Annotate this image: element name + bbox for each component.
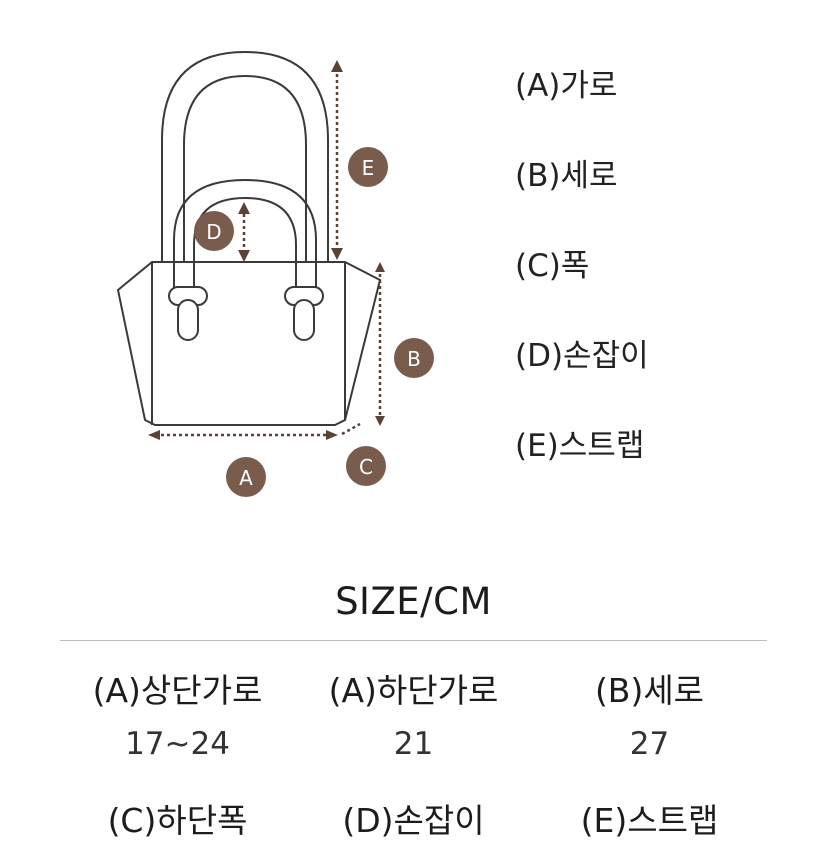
size-label: (A)상단가로 (92, 671, 263, 710)
bag-body (116, 261, 382, 426)
tab-left-drop (177, 299, 199, 341)
tab-right-drop (293, 299, 315, 341)
size-value: 17~24 (125, 726, 230, 762)
svg-text:C: C (359, 455, 373, 479)
size-cell-a-top: (A)상단가로 17~24 (60, 664, 295, 762)
arrow-b-top (375, 262, 385, 272)
size-title: SIZE/CM (335, 580, 492, 623)
legend-item-e: (E)스트랩 (515, 428, 645, 464)
arrow-e-bottom (331, 248, 343, 260)
marker-d: D (194, 211, 234, 251)
marker-b: B (394, 338, 434, 378)
legend-item-a: (A)가로 (515, 68, 618, 104)
bag-diagram: E D B C A (116, 50, 434, 497)
arrow-d-top (238, 202, 250, 214)
size-label: (C)하단폭 (107, 801, 248, 840)
arrow-e-top (331, 60, 343, 72)
arrow-a-right (326, 430, 338, 440)
svg-text:A: A (239, 466, 253, 490)
size-cell-e: (E)스트랩 (532, 794, 767, 842)
size-cell-b: (B)세로 27 (532, 664, 767, 762)
svg-text:D: D (206, 220, 221, 244)
size-label: (E)스트랩 (580, 801, 719, 840)
size-cell-a-bottom: (A)하단가로 21 (296, 664, 531, 762)
dimension-legend: (A)가로 (B)세로 (C)폭 (D)손잡이 (E)스트랩 (515, 62, 649, 512)
legend-item-c: (C)폭 (515, 248, 590, 284)
marker-e: E (348, 147, 388, 187)
divider (60, 640, 767, 641)
arrow-a-left (148, 430, 160, 440)
strap-inner (183, 74, 307, 262)
size-cell-d: (D)손잡이 (296, 794, 531, 842)
arrow-b-bottom (375, 416, 385, 426)
dim-c (341, 422, 361, 436)
size-label: (A)하단가로 (328, 671, 499, 710)
marker-a: A (226, 457, 266, 497)
arrow-d-bottom (238, 250, 250, 262)
marker-c: C (346, 446, 386, 486)
size-cell-c: (C)하단폭 (60, 794, 295, 842)
strap-outer (161, 50, 329, 262)
size-value: 21 (393, 726, 434, 762)
size-value: 27 (629, 726, 670, 762)
legend-item-d: (D)손잡이 (515, 338, 649, 374)
size-label: (D)손잡이 (342, 801, 485, 840)
size-label: (B)세로 (594, 671, 705, 710)
legend-item-b: (B)세로 (515, 158, 618, 194)
handle-outer (173, 178, 317, 300)
svg-text:B: B (407, 347, 421, 371)
svg-text:E: E (362, 156, 375, 180)
